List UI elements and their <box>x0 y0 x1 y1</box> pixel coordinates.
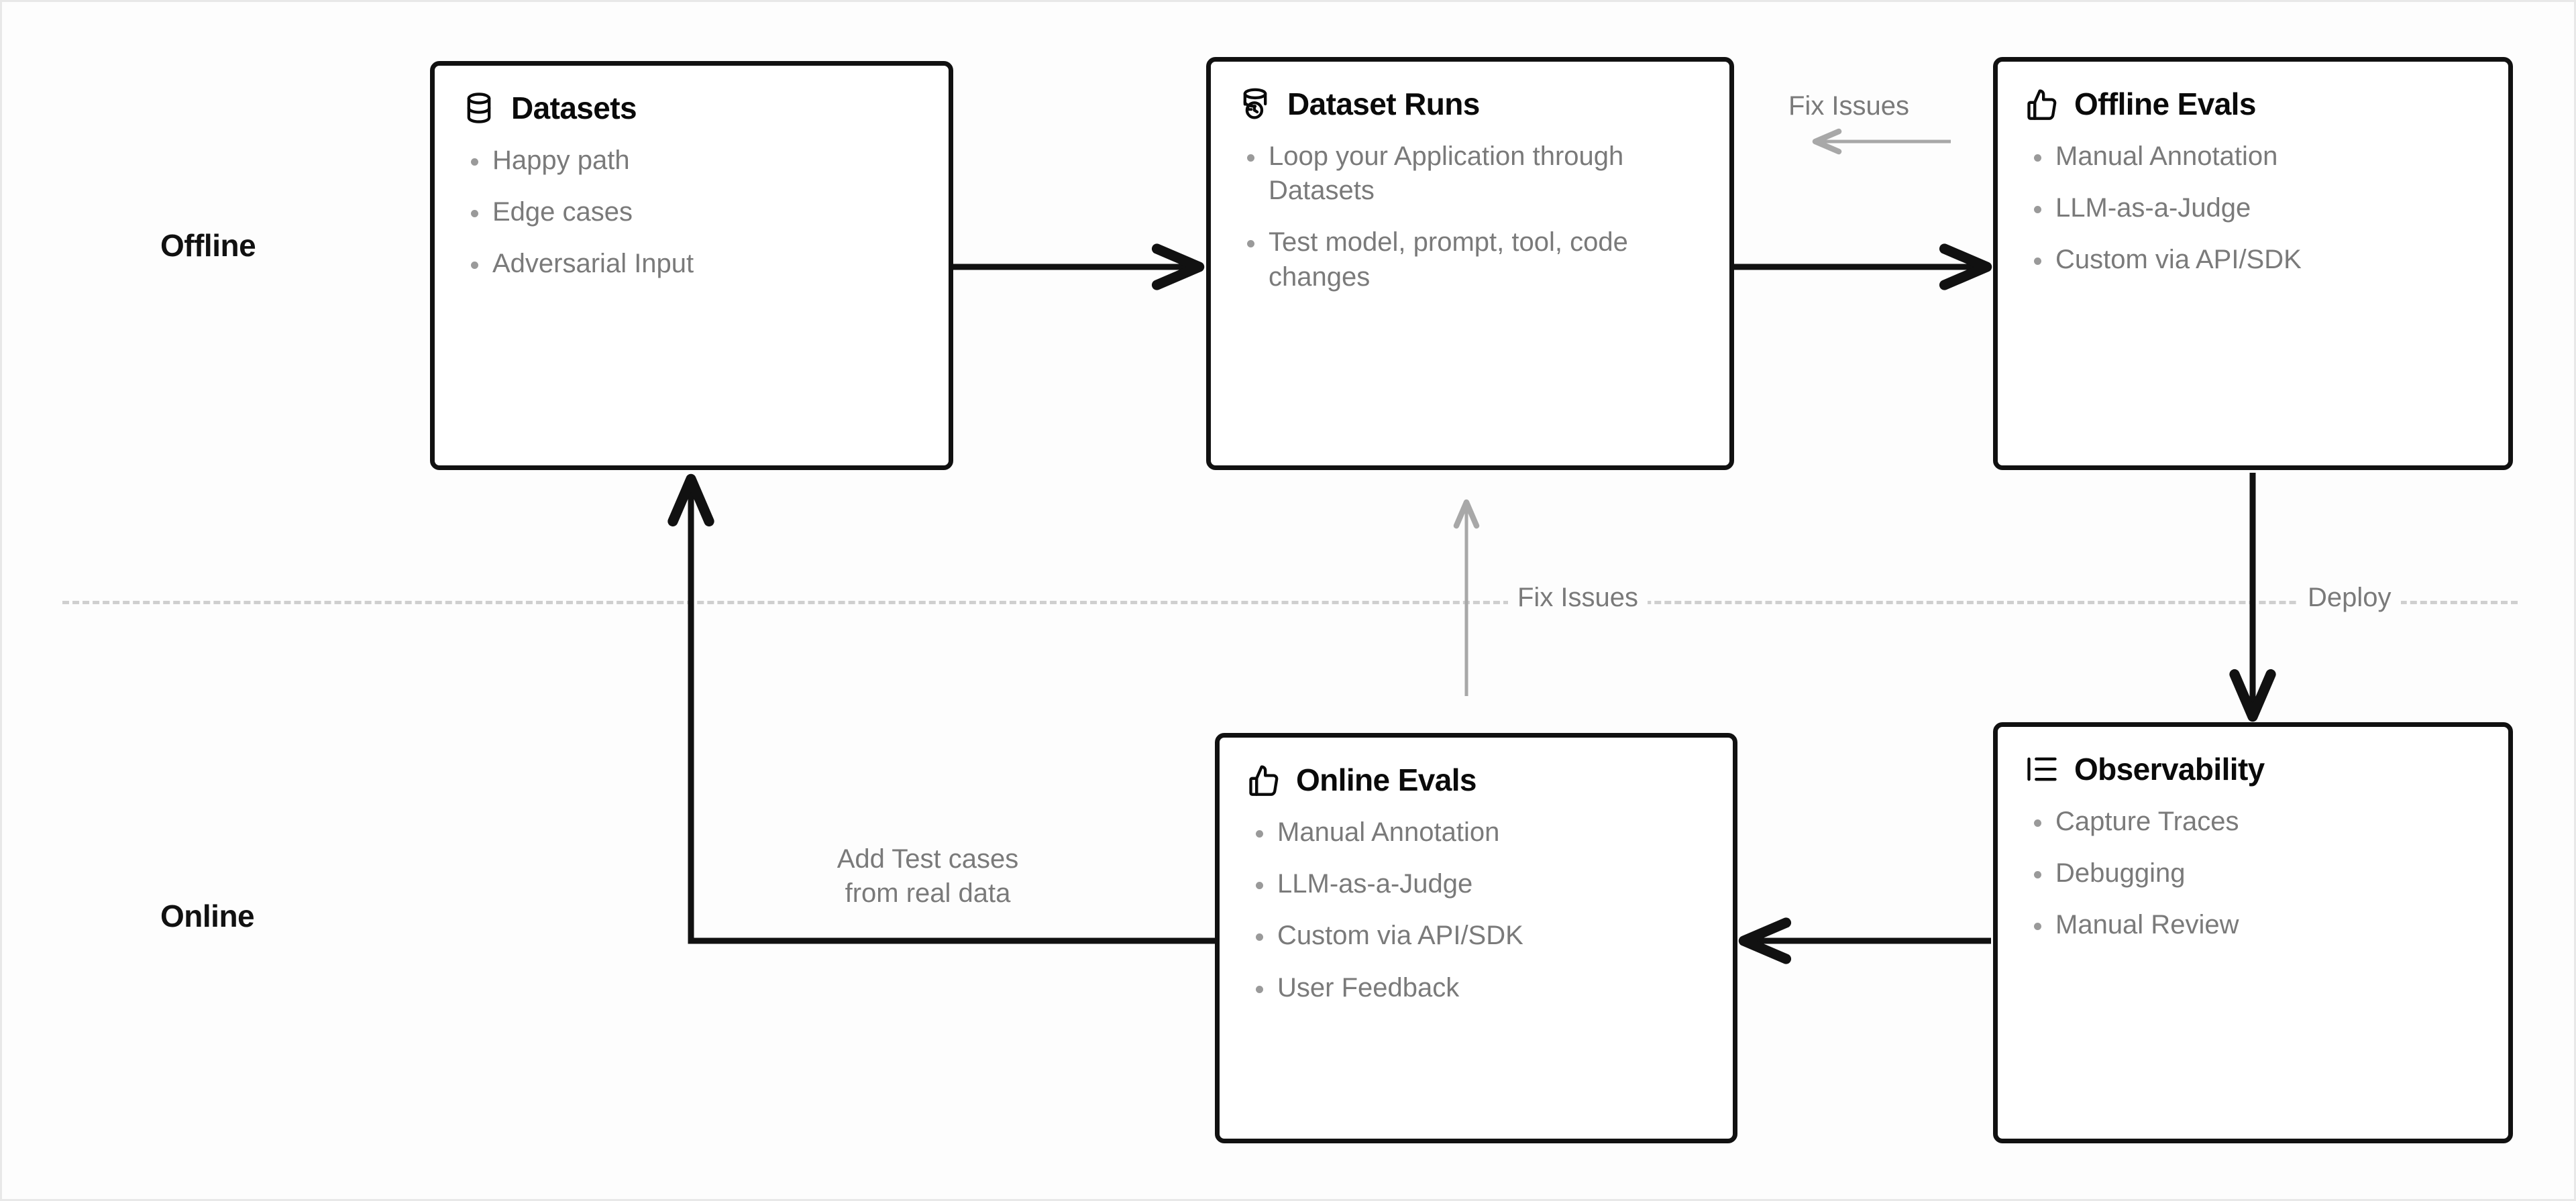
edge-label-add-test-cases-line2: from real data <box>845 878 1011 909</box>
edge-label-deploy: Deploy <box>2298 583 2401 613</box>
node-offline-evals-title: Offline Evals <box>2074 87 2256 121</box>
node-dataset-runs-list: Loop your Application through Datasets T… <box>1238 139 1703 294</box>
node-online-evals[interactable]: Online Evals Manual Annotation LLM-as-a-… <box>1215 733 1737 1143</box>
node-online-evals-header: Online Evals <box>1246 762 1706 798</box>
section-label-offline: Offline <box>160 228 256 263</box>
offline-online-divider <box>62 601 2518 604</box>
list-item: Custom via API/SDK <box>2025 243 2481 277</box>
list-item: Test model, prompt, tool, code changes <box>1238 225 1703 294</box>
node-datasets[interactable]: Datasets Happy path Edge cases Adversari… <box>430 61 953 470</box>
list-item: Manual Annotation <box>2025 139 2481 174</box>
node-online-evals-list: Manual Annotation LLM-as-a-Judge Custom … <box>1246 815 1706 1005</box>
edge-label-fix-issues-middle: Fix Issues <box>1508 583 1648 613</box>
section-label-online: Online <box>160 899 255 933</box>
node-dataset-runs[interactable]: Dataset Runs Loop your Application throu… <box>1206 57 1734 470</box>
database-icon <box>467 93 491 123</box>
node-observability-title: Observability <box>2074 752 2265 787</box>
list-item: Adversarial Input <box>462 247 922 281</box>
node-offline-evals-header: Offline Evals <box>2025 86 2481 122</box>
database-refresh-icon <box>1243 88 1267 119</box>
node-observability-list: Capture Traces Debugging Manual Review <box>2025 805 2481 943</box>
thumbs-up-icon <box>2027 89 2057 120</box>
list-indent-icon <box>2027 757 2057 781</box>
list-item: Custom via API/SDK <box>1246 919 1706 953</box>
list-item: LLM-as-a-Judge <box>1246 867 1706 901</box>
list-item: Loop your Application through Datasets <box>1238 139 1703 208</box>
node-dataset-runs-title: Dataset Runs <box>1287 87 1480 121</box>
node-datasets-title: Datasets <box>511 91 637 125</box>
list-item: LLM-as-a-Judge <box>2025 191 2481 225</box>
list-item: User Feedback <box>1246 971 1706 1005</box>
node-dataset-runs-header: Dataset Runs <box>1238 86 1703 122</box>
thumbs-up-icon <box>1249 765 1279 796</box>
list-item: Capture Traces <box>2025 805 2481 839</box>
node-offline-evals-list: Manual Annotation LLM-as-a-Judge Custom … <box>2025 139 2481 278</box>
edge-label-add-test-cases: Add Test cases from real data <box>814 842 1042 911</box>
edge-label-add-test-cases-line1: Add Test cases <box>837 844 1019 874</box>
node-datasets-header: Datasets <box>462 90 922 126</box>
node-online-evals-title: Online Evals <box>1296 762 1477 797</box>
node-datasets-list: Happy path Edge cases Adversarial Input <box>462 144 922 282</box>
list-item: Manual Annotation <box>1246 815 1706 850</box>
list-item: Happy path <box>462 144 922 178</box>
node-observability-header: Observability <box>2025 751 2481 787</box>
edge-label-fix-issues-top: Fix Issues <box>1788 91 1910 121</box>
list-item: Debugging <box>2025 856 2481 891</box>
list-item: Manual Review <box>2025 908 2481 942</box>
node-offline-evals[interactable]: Offline Evals Manual Annotation LLM-as-a… <box>1993 57 2513 470</box>
list-item: Edge cases <box>462 195 922 229</box>
node-observability[interactable]: Observability Capture Traces Debugging M… <box>1993 722 2513 1143</box>
